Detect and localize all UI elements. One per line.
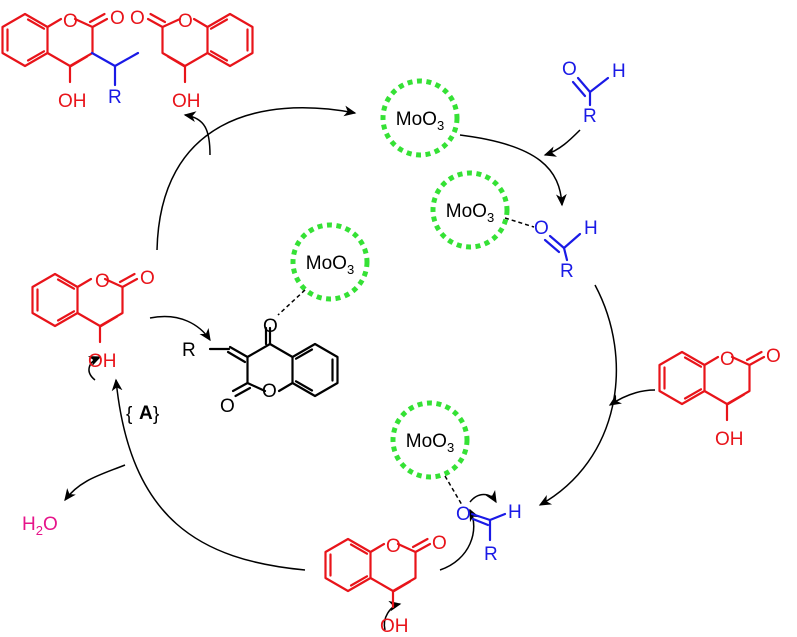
carbonyl-oxygen-label: O (110, 8, 125, 29)
carbonyl-oxygen-label: O (766, 346, 781, 367)
svg-text:H2O: H2O (22, 514, 58, 538)
arrow-coumarin-in (608, 389, 656, 406)
catalyst-ring (390, 400, 470, 480)
catalyst-label: MoO3 (406, 431, 454, 455)
aldehyde-oxygen-label: O (456, 504, 471, 525)
ring-oxygen-label: O (386, 536, 401, 557)
coordination-bond (444, 475, 463, 506)
catalyst-intermediate: MoO3 (290, 222, 370, 302)
arrow-catalyst-to-complex (459, 134, 567, 207)
r-group-label: R (484, 544, 498, 565)
arrow-coumarin-attack (439, 508, 480, 571)
r-group-label: R (583, 106, 597, 127)
aldehyde-oxygen-label: O (562, 59, 577, 80)
hydroxyl-label: OH (380, 616, 409, 637)
r-group-label: R (560, 261, 574, 282)
arrow-release-to-catalyst (156, 105, 357, 251)
arrow-to-intermediate (111, 378, 306, 571)
arrow-aldehyde-in (543, 129, 581, 157)
catalyst-label: MoO3 (306, 253, 354, 277)
aldehyde-free: O H R (562, 59, 626, 127)
catalyst-activated: MoO3 (390, 400, 470, 480)
ring-oxygen-label: O (720, 349, 735, 370)
coordination-bond (277, 289, 306, 316)
catalyst-top: MoO3 (380, 78, 460, 158)
catalyst-label: MoO3 (446, 201, 494, 225)
carbonyl-oxygen-label: O (220, 396, 235, 417)
cycle-arrows (64, 105, 656, 631)
intermediate-a-label: { A } (126, 403, 159, 425)
aldehyde-hydrogen-label: H (612, 61, 626, 82)
catalyst-label: MoO3 (396, 109, 444, 133)
ring-oxygen-label: O (63, 11, 78, 32)
aldehyde-hydrogen-label: H (584, 218, 598, 239)
carbonyl-oxygen-label: O (140, 268, 155, 289)
hydroxycoumarin-left: O O OH (31, 268, 155, 372)
hydroxycoumarin-right: O O OH (658, 346, 781, 450)
hydroxyl-label: OH (88, 351, 117, 372)
ring-oxygen-label: O (95, 271, 110, 292)
svg-text:A: A (139, 403, 153, 424)
hydroxyl-label: OH (715, 429, 744, 450)
product-dicoumarol: O O OH O O OH R (1, 8, 254, 112)
catalyst-ring (380, 78, 460, 158)
catalyst-ring (430, 170, 510, 250)
arrow-attack-to-intermediate (149, 315, 211, 342)
hydroxycoumarin-bottom: O O OH (324, 533, 447, 637)
water-byproduct: H2O (22, 514, 58, 538)
arrow-enol-attack (383, 600, 402, 631)
aldehyde-oxygen-label: O (534, 218, 549, 239)
coordination-bond (504, 217, 535, 228)
arrow-lower-to-upper-coumarin (87, 356, 102, 381)
ring-oxygen-label: O (178, 11, 193, 32)
hydroxyl-label: OH (172, 91, 201, 112)
r-group-label: R (182, 340, 196, 361)
carbonyl-oxygen-label: O (432, 533, 447, 554)
carbonyl-oxygen-label: O (130, 8, 145, 29)
arrow-complex-to-activated (538, 284, 618, 506)
svg-text:{: { (126, 404, 133, 425)
catalyst-complex: MoO3 (430, 170, 510, 250)
ketone-oxygen-label: O (263, 316, 278, 337)
aldehyde-hydrogen-label: H (508, 502, 522, 523)
ring-oxygen-label: O (262, 381, 277, 402)
svg-text:}: } (153, 404, 159, 425)
aldehyde-coordinated: O H R (534, 218, 598, 282)
r-group-label: R (108, 87, 122, 108)
arrow-to-product (183, 111, 211, 156)
hydroxyl-label: OH (58, 91, 87, 112)
knoevenagel-intermediate: O O O R (182, 316, 339, 417)
arrow-carbonyl-activation (469, 489, 497, 504)
arrow-water-out (64, 464, 126, 502)
catalyst-ring (290, 222, 370, 302)
aldehyde-activated: O H R (456, 502, 522, 565)
